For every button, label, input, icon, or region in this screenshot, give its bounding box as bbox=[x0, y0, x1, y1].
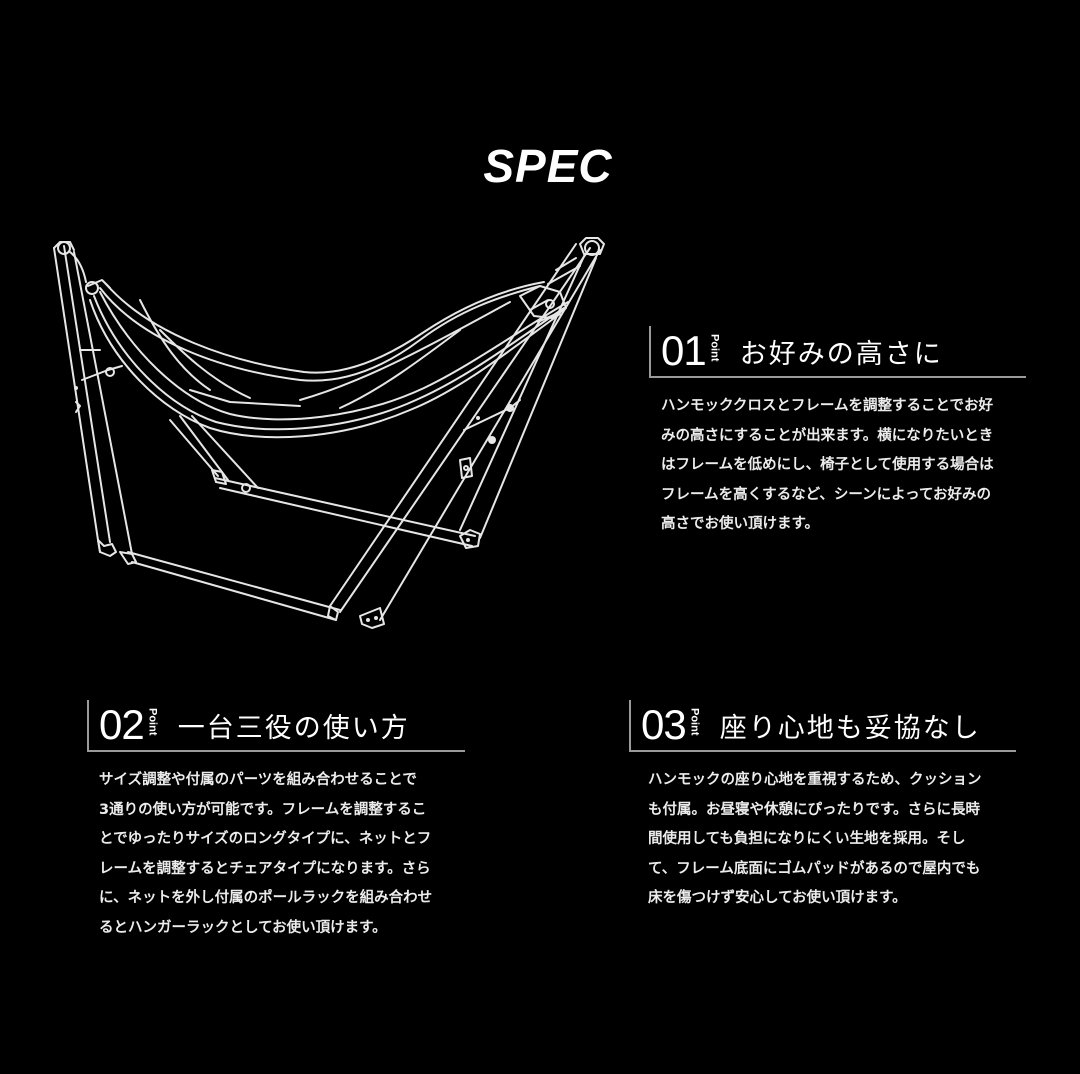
point-01-section: 01 Point お好みの高さに ハンモッククロスとフレームを調整することでお好… bbox=[649, 326, 1026, 554]
page-title: SPEC bbox=[483, 139, 613, 192]
point-03-number: 03 bbox=[641, 701, 687, 748]
point-03-heading: 03 Point 座り心地も妥協なし bbox=[629, 700, 1016, 752]
point-02-section: 02 Point 一台三役の使い方 サイズ調整や付属のパーツを組み合わせることで… bbox=[87, 700, 465, 958]
point-03-section: 03 Point 座り心地も妥協なし ハンモックの座り心地を重視するため、クッシ… bbox=[629, 700, 1016, 928]
point-03-tag: Point bbox=[688, 708, 701, 736]
hammock-frame-icon bbox=[53, 237, 605, 629]
point-03-title: 座り心地も妥協なし bbox=[719, 712, 981, 744]
point-01-body: ハンモッククロスとフレームを調整することでお好 みの高さにすることが出来ます。横… bbox=[661, 398, 994, 532]
point-02-heading: 02 Point 一台三役の使い方 bbox=[87, 700, 465, 752]
point-01-heading: 01 Point お好みの高さに bbox=[649, 326, 1026, 378]
point-02-tag: Point bbox=[146, 708, 159, 736]
point-02-title: 一台三役の使い方 bbox=[177, 712, 410, 744]
point-03-body: ハンモックの座り心地を重視するため、クッション も付属。お昼寝や休憩にぴったりで… bbox=[648, 772, 982, 906]
point-01-title: お好みの高さに bbox=[739, 338, 943, 370]
hammock-illustration bbox=[40, 230, 620, 650]
point-01-tag: Point bbox=[708, 334, 721, 362]
point-01-number: 01 bbox=[661, 327, 707, 374]
point-02-body: サイズ調整や付属のパーツを組み合わせることで 3通りの使い方が可能です。フレーム… bbox=[99, 772, 433, 936]
point-02-number: 02 bbox=[99, 701, 145, 748]
